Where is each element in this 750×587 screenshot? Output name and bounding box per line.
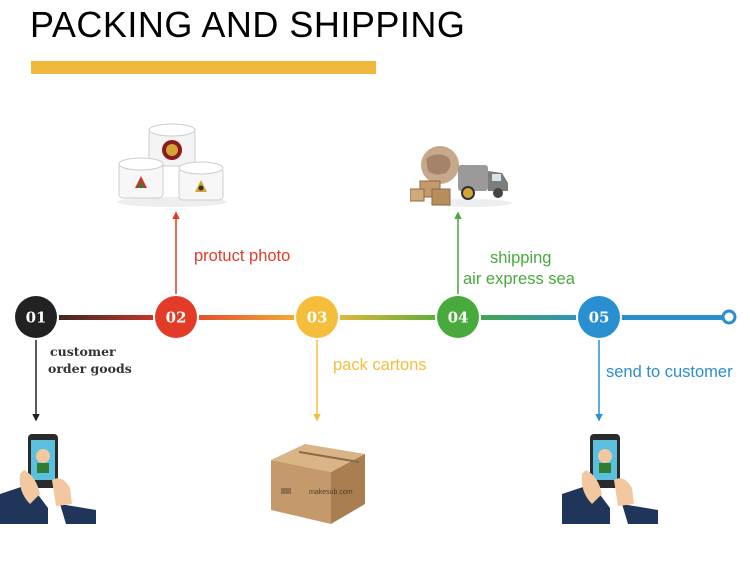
step-node-03: 03 <box>294 294 340 340</box>
phone-received-icon <box>562 434 658 524</box>
step-label-04-line2: air express sea <box>463 270 575 288</box>
step-number-02: 02 <box>166 309 187 327</box>
step-node-04: 04 <box>435 294 481 340</box>
title-underline <box>31 61 376 74</box>
step-number-05: 05 <box>589 309 610 327</box>
step-number-01: 01 <box>26 309 47 327</box>
step-label-04: shipping air express sea <box>463 248 575 290</box>
step-node-02: 02 <box>153 294 199 340</box>
phone-order-icon <box>0 434 96 524</box>
step-node-05: 05 <box>576 294 622 340</box>
step-label-01-line2: order goods <box>48 361 132 376</box>
step-label-05: send to customer <box>606 363 733 381</box>
carton-box-icon: makesub.com <box>271 444 365 524</box>
step-number-04: 04 <box>448 309 469 327</box>
carton-brand-text: makesub.com <box>309 489 353 496</box>
connector-04-05 <box>458 315 599 320</box>
step-label-04-line1: shipping <box>490 249 552 267</box>
step-label-01-line1: customer <box>50 344 116 359</box>
connector-05-end <box>599 315 723 320</box>
connector-03-04 <box>317 315 458 320</box>
step-label-02: protuct photo <box>194 247 291 265</box>
page-title: PACKING AND SHIPPING <box>30 4 466 45</box>
step-number-03: 03 <box>307 309 328 327</box>
ceramic-products-icon <box>117 123 227 207</box>
connector-02-03 <box>176 315 317 320</box>
globe-truck-icon <box>410 146 512 207</box>
step-node-01: 01 <box>13 294 59 340</box>
step-label-01: customer order goods <box>48 343 132 377</box>
connector-01-02 <box>36 315 176 320</box>
timeline-end-dot <box>721 309 737 325</box>
step-label-03: pack cartons <box>333 356 427 374</box>
